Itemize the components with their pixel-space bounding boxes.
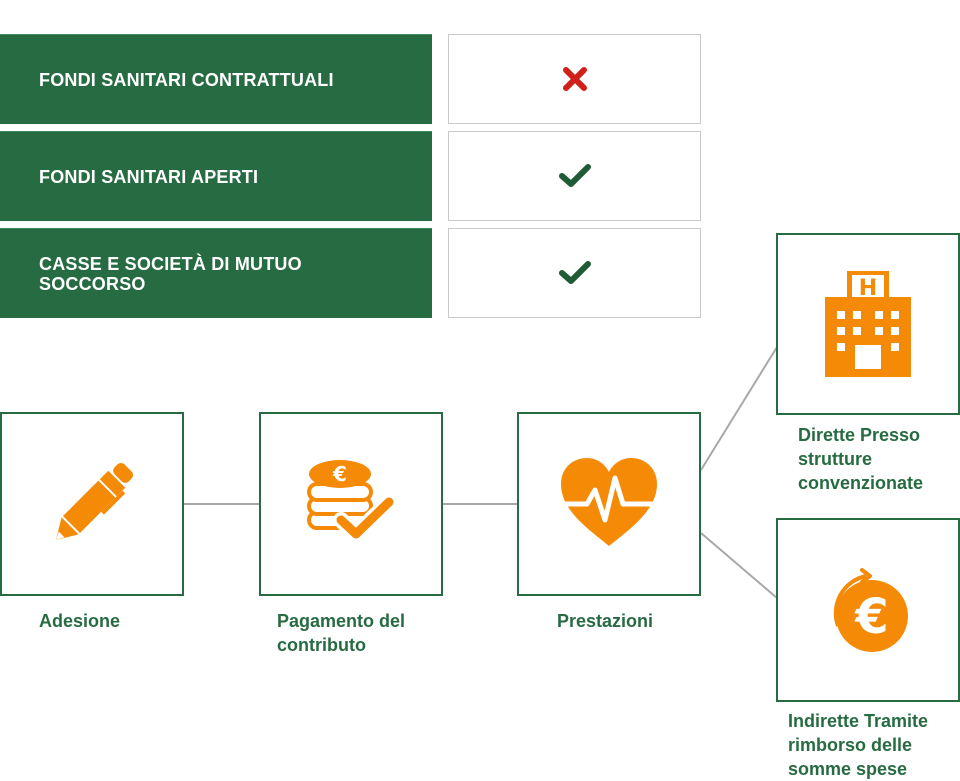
connector-line [700, 532, 778, 599]
step-caption-adesione: Adesione [39, 611, 121, 631]
row-label-text: FONDI SANITARI APERTI [39, 166, 259, 187]
step-box-prestazioni [517, 412, 701, 596]
row-label-text: CASSE E SOCIETÀ DI MUTUO SOCCORSO [39, 253, 302, 294]
row-label-casse-mutuo: CASSE E SOCIETÀ DI MUTUO SOCCORSO [0, 228, 432, 318]
coins-check-icon: € [307, 460, 397, 542]
row-label-text: FONDI SANITARI CONTRATTUALI [39, 69, 334, 90]
row-label-fondi-aperti: FONDI SANITARI APERTI [0, 131, 432, 221]
row-mark-fondi-contrattuali [448, 34, 701, 124]
step-box-pagamento: € [259, 412, 443, 596]
cross-icon [562, 67, 587, 91]
svg-text:H: H [859, 276, 877, 301]
svg-text:€: € [854, 589, 888, 645]
branch-caption-indirette: Indirette Tramite rimborso delle somme s… [788, 711, 929, 779]
step-box-adesione [0, 412, 184, 596]
step-caption-pagamento: Pagamento del contributo [277, 611, 406, 655]
branch-box-indirette: € [776, 518, 960, 702]
row-mark-fondi-aperti [448, 131, 701, 221]
branch-box-dirette: H [776, 233, 960, 415]
euro-refund-icon: € [833, 568, 908, 652]
hospital-icon: H [825, 271, 911, 377]
row-label-fondi-contrattuali: FONDI SANITARI CONTRATTUALI [0, 34, 432, 124]
check-icon [558, 164, 591, 187]
connector-line [700, 346, 778, 471]
svg-text:€: € [332, 462, 347, 486]
step-caption-prestazioni: Prestazioni [557, 611, 654, 631]
row-mark-casse-mutuo [448, 228, 701, 318]
check-icon [558, 261, 591, 284]
heart-pulse-icon [560, 458, 658, 546]
pen-icon [55, 462, 134, 541]
branch-caption-dirette: Dirette Presso strutture convenzionate [798, 425, 924, 493]
